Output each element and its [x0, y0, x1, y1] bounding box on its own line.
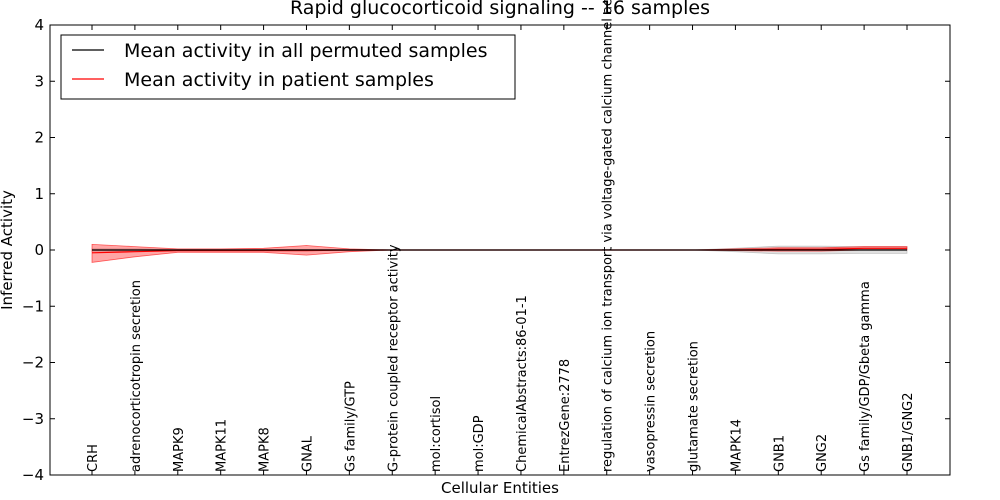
y-tick-label: −2: [22, 354, 44, 372]
y-tick-label: −3: [22, 410, 44, 428]
x-tick-label: Gs family/GDP/Gbeta gamma: [858, 281, 873, 472]
x-tick-label: glutamate secretion: [687, 341, 702, 472]
y-axis-label: Inferred Activity: [0, 190, 16, 310]
legend-label: Mean activity in patient samples: [124, 69, 434, 91]
y-tick-label: 0: [34, 241, 44, 259]
y-tick-label: 1: [34, 185, 44, 203]
y-tick-label: 4: [34, 16, 44, 34]
x-tick-label: G-protein coupled receptor activity: [386, 244, 401, 472]
y-tick-label: −4: [22, 466, 44, 484]
legend-label: Mean activity in all permuted samples: [124, 40, 487, 62]
y-tick-label: 3: [34, 72, 44, 90]
x-tick-label: ChemicalAbstracts:86-01-1: [515, 295, 530, 472]
x-tick-label: Gs family/GTP: [343, 381, 358, 472]
y-axis: 4 3 2 1 0 −1 −2 −3 −4: [22, 16, 950, 484]
x-tick-label: adrenocorticotropin secretion: [129, 280, 144, 472]
x-tick-label: EntrezGene:2778: [558, 359, 573, 472]
x-tick-label: GNG2: [815, 434, 830, 472]
x-tick-label: mol:GDP: [472, 415, 487, 472]
y-tick-label: −1: [22, 297, 44, 315]
x-tick-label: MAPK8: [258, 427, 273, 472]
x-tick-label: CRH: [86, 444, 101, 472]
x-tick-label: MAPK9: [172, 427, 187, 472]
chart-title: Rapid glucocorticoid signaling -- 16 sam…: [290, 0, 710, 19]
x-axis-label: Cellular Entities: [441, 479, 559, 497]
x-tick-label: GNB1/GNG2: [901, 392, 916, 472]
legend: Mean activity in all permuted samplesMea…: [60, 34, 516, 100]
series-lines: [91, 247, 907, 254]
x-tick-label: GNB1: [772, 435, 787, 472]
x-tick-label: MAPK14: [729, 419, 744, 472]
y-tick-label: 2: [34, 129, 44, 147]
x-tick-label: regulation of calcium ion transport via …: [601, 0, 616, 472]
x-tick-label: vasopressin secretion: [644, 331, 659, 472]
x-tick-label: GNAL: [301, 435, 316, 472]
legend-box: [60, 34, 516, 100]
x-tick-label: mol:cortisol: [429, 396, 444, 472]
x-tick-label: MAPK11: [215, 419, 230, 472]
